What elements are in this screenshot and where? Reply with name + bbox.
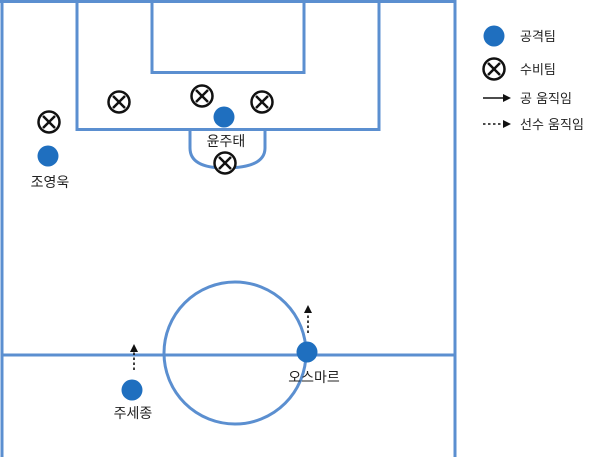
player-osmar: 오스마르 [288,341,340,386]
defender-marker [190,84,214,108]
goal-area [150,0,306,74]
player-label: 주세종 [114,406,153,422]
defender-marker [37,110,61,134]
blue-dot-icon [483,25,505,47]
defender-marker [107,90,131,114]
defenders [37,84,274,175]
player-label: 윤주태 [207,134,246,150]
movement-arrows [130,305,312,370]
legend-label: 수비팀 [520,63,556,78]
defender-marker [250,90,274,114]
pitch [0,0,457,457]
center-circle [162,280,308,426]
player-yoon-jutae: 윤주태 [207,106,246,150]
legend-item-player-movement: 선수 움직임 [483,118,584,133]
legend-item-attack-team: 공격팀 [483,25,556,47]
player-label: 오스마르 [288,370,340,386]
player-cho-youngwook: 조영욱 [31,145,70,191]
player-ju-sejong: 주세종 [114,379,153,422]
legend-item-defense-team: 수비팀 [482,57,556,81]
blue-dot-icon [296,341,318,363]
legend-item-ball-movement: 공 움직임 [483,92,572,107]
player-label: 조영욱 [31,175,70,191]
blue-dot-icon [121,379,143,401]
legend-label: 선수 움직임 [520,118,584,133]
blue-dot-icon [213,106,235,128]
blue-dot-icon [37,145,59,167]
defender-marker [213,151,237,175]
attackers: 윤주태 조영욱 오스마르 주세종 [31,106,340,422]
legend: 공격팀 수비팀 공 움직임 선수 움직임 [482,25,584,133]
legend-label: 공 움직임 [520,92,572,107]
legend-label: 공격팀 [520,30,556,45]
